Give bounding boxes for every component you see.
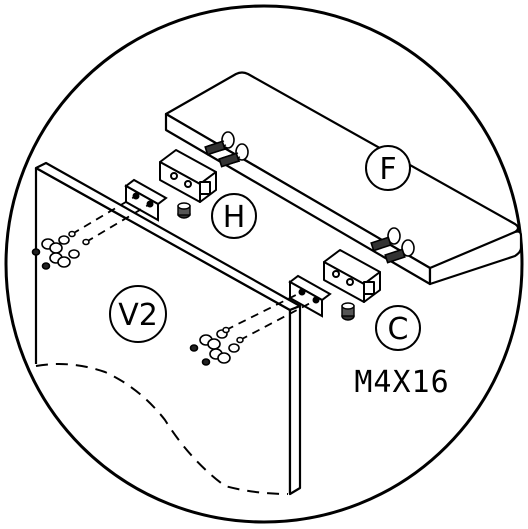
connector-bracket-right xyxy=(323,249,381,303)
label-f-text: F xyxy=(379,152,396,187)
label-h: H xyxy=(211,193,257,239)
mounting-plate-right xyxy=(288,274,332,318)
label-c: C xyxy=(375,305,421,351)
screw-spec-label: M4X16 xyxy=(354,365,449,400)
mounting-plate-left xyxy=(124,178,168,222)
assembly-lines-left xyxy=(71,195,151,243)
shelf-screws-left xyxy=(204,131,249,168)
connector-bracket-left xyxy=(159,149,217,203)
label-c-text: C xyxy=(388,312,409,347)
label-h-text: H xyxy=(223,200,246,235)
label-v2: V2 xyxy=(109,285,167,343)
panel-v2 xyxy=(34,161,302,496)
label-v2-text: V2 xyxy=(118,298,158,333)
label-v2-circle xyxy=(109,285,167,343)
assembly-lines-right xyxy=(225,291,317,341)
cam-nut-right xyxy=(341,302,355,321)
label-f-circle xyxy=(365,145,411,191)
label-f: F xyxy=(365,145,411,191)
shelf-screws-right xyxy=(370,227,415,264)
panel-v2-cut-line xyxy=(35,363,289,495)
label-c-circle xyxy=(375,305,421,351)
label-h-circle xyxy=(211,193,257,239)
washer-set-left xyxy=(31,230,90,270)
detail-circle xyxy=(4,4,524,524)
washer-set-right xyxy=(189,326,244,366)
cam-nut-left xyxy=(177,202,191,219)
